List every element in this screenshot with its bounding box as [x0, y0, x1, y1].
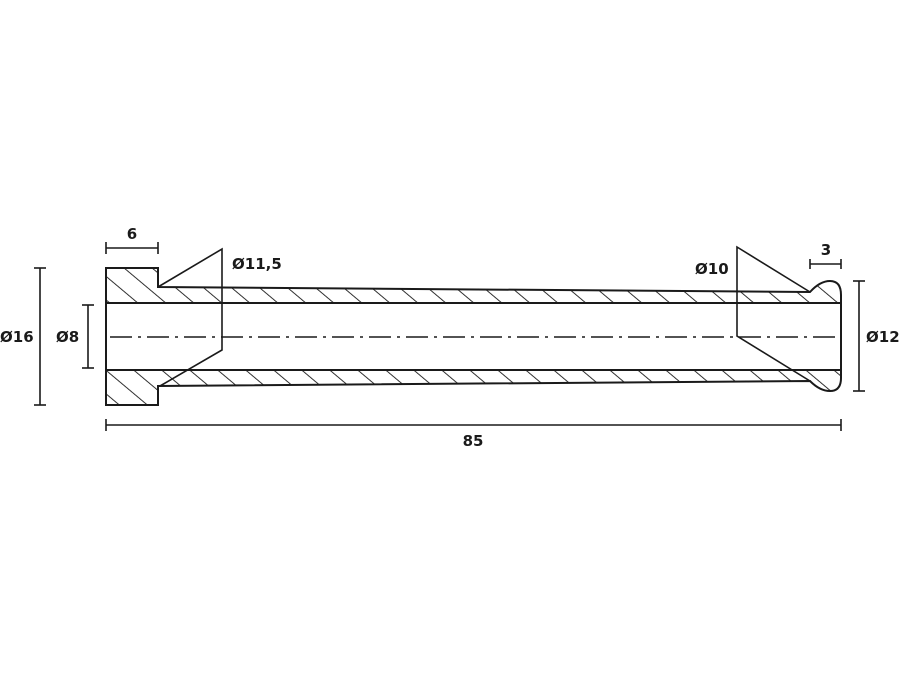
- cone-left: [157, 247, 223, 387]
- bore-diameter-label: Ø8: [56, 328, 79, 346]
- cone-left-diameter-label: Ø11,5: [232, 255, 282, 273]
- dim-flange-diameter: Ø16: [0, 267, 46, 406]
- flange-length-label: 6: [127, 225, 137, 243]
- end-bead-length-label: 3: [821, 241, 831, 259]
- end-diameter-label: Ø12: [866, 328, 900, 346]
- dim-flange-length: 6: [105, 225, 159, 254]
- cone-right-diameter-label: Ø10: [695, 260, 729, 278]
- dim-bore-diameter: Ø8: [56, 304, 94, 369]
- flange-diameter-label: Ø16: [0, 328, 34, 346]
- dim-end-bead-length: 3: [809, 241, 842, 269]
- bore: [105, 302, 842, 371]
- total-length-label: 85: [463, 432, 484, 450]
- dim-total-length: 85: [105, 419, 842, 450]
- section-wall-bottom: [105, 370, 842, 406]
- cone-right: [736, 245, 811, 382]
- section-wall-top: [105, 267, 842, 303]
- dim-end-diameter: Ø12: [853, 280, 900, 392]
